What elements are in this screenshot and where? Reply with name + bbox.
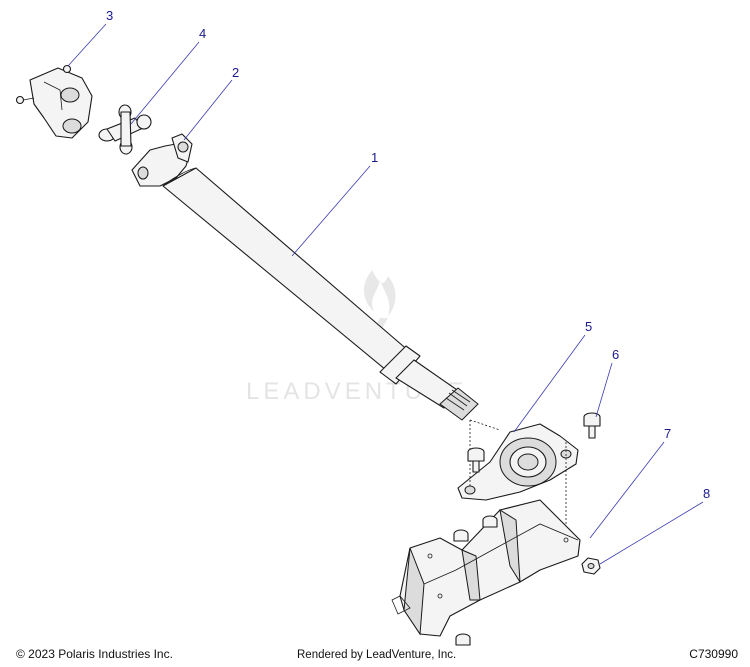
leader-4 <box>130 41 200 125</box>
leader-8 <box>599 501 704 565</box>
leader-6 <box>595 362 613 418</box>
part-3-slip-yoke <box>15 64 93 139</box>
part-4-u-joint <box>98 104 152 155</box>
part-8-nut <box>581 557 601 575</box>
callout-8: 8 <box>703 486 710 501</box>
leader-2 <box>183 79 233 141</box>
part-5-center-bearing <box>457 419 579 540</box>
part-7-bracket <box>391 499 581 646</box>
part-1-prop-shaft <box>131 133 479 421</box>
callout-7: 7 <box>664 426 671 441</box>
callout-1: 1 <box>371 150 378 165</box>
rendered-by-text: Rendered by LeadVenture, Inc. <box>297 649 457 661</box>
callout-2: 2 <box>232 65 239 80</box>
callout-6: 6 <box>612 347 619 362</box>
drawing-id: C730990 <box>689 647 738 661</box>
part-6-bolt <box>467 412 601 473</box>
callout-5: 5 <box>585 319 592 334</box>
leader-5 <box>513 334 586 433</box>
callout-labels: 3 4 2 1 5 6 7 8 <box>106 8 710 501</box>
leader-7 <box>589 441 665 539</box>
callout-3: 3 <box>106 8 113 23</box>
copyright-text: © 2023 Polaris Industries Inc. <box>16 647 173 661</box>
leader-3 <box>67 23 107 67</box>
leader-1 <box>291 165 371 257</box>
leader-lines <box>67 23 704 565</box>
callout-4: 4 <box>199 26 206 41</box>
